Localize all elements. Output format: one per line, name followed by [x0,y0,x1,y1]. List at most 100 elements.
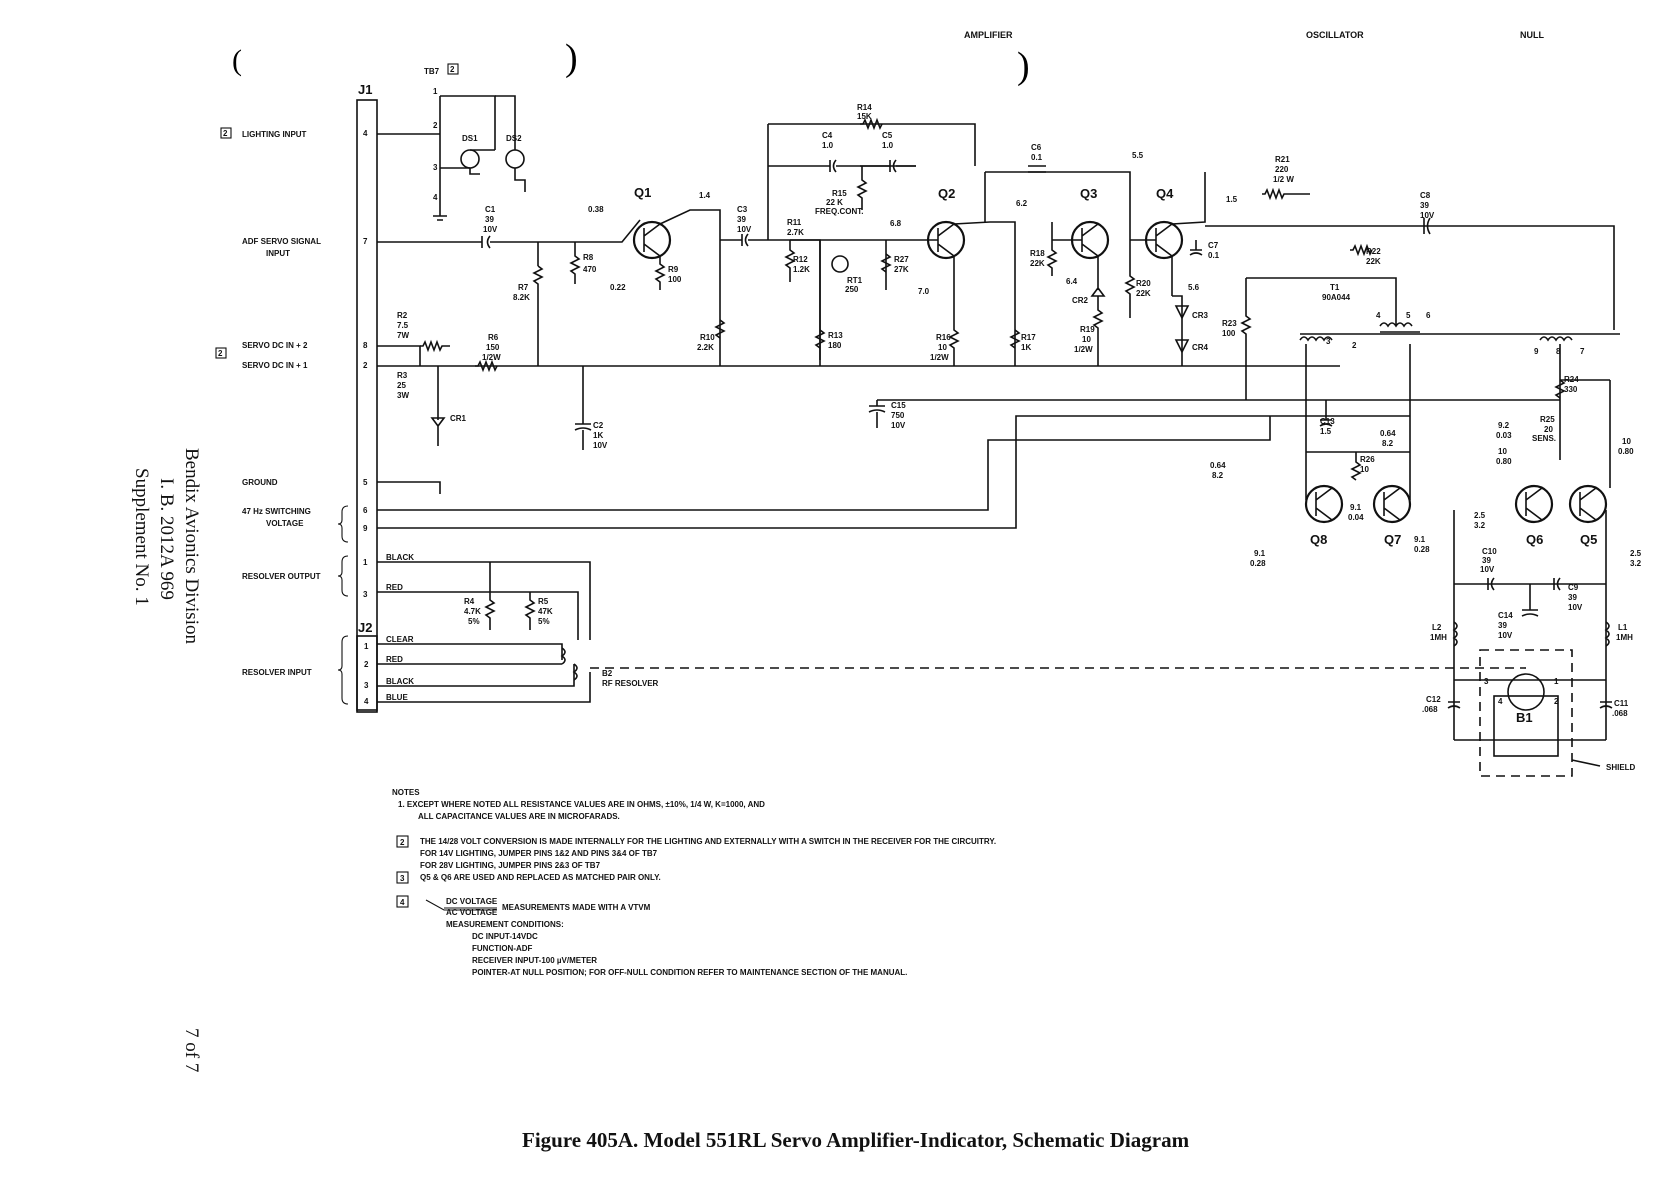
r20-resistor [1124,232,1136,318]
brace [337,635,349,705]
c7-capacitor [1189,240,1203,256]
q2-base-network [784,239,887,360]
c7-value: 0.1 [1208,251,1220,260]
q1-transistor [632,220,672,260]
c7-label: C7 [1208,241,1219,250]
cr2-label: CR2 [1072,296,1089,305]
r26-value: 10 [1360,465,1369,474]
r15-function: FREQ.CONT. [815,207,863,216]
b1-pin-numbers: 1 2 3 4 [1484,677,1559,706]
tb7-pin: 4 [433,193,438,202]
c14-value: 39 [1498,621,1507,630]
q1-collector-wire [659,209,721,366]
c10-label: C10 [1482,547,1497,556]
lamp-wiring [469,95,526,192]
c4-value: 1.0 [822,141,834,150]
r2-power: 7W [397,331,409,340]
q6-label: Q6 [1526,532,1543,547]
ds1-lamp [460,149,480,169]
r9-resistor [654,256,666,290]
cr1-label: CR1 [450,414,467,423]
c14-capacitor [1521,584,1539,617]
note-tag-number: 2 [223,129,228,138]
q2-symbol [886,223,955,257]
brace [337,555,349,597]
r4-value: 4.7K [464,607,481,616]
note-4-function: FUNCTION-ADF [472,944,533,953]
c11-label: C11 [1614,699,1629,708]
r8-value: 470 [583,265,597,274]
r5-tolerance: 5% [538,617,550,626]
r20-value: 22K [1136,289,1151,298]
resolver-output-wiring [377,561,591,640]
q5-q6-frame [1559,344,1611,488]
meas-10a-ac: 0.80 [1496,457,1512,466]
t1-pin: 2 [1352,341,1357,350]
b1-label: B1 [1516,710,1533,725]
note-tag-number: 2 [218,349,223,358]
c3-value: 39 [737,215,746,224]
r6-value: 150 [486,343,500,352]
meas-91c-ac: 0.28 [1414,545,1430,554]
meas-92-ac: 0.03 [1496,431,1512,440]
wire-red-2: RED [386,655,403,664]
header-amplifier: AMPLIFIER [964,30,1013,40]
label-ground: GROUND [242,478,278,487]
c1-label: C1 [485,205,496,214]
t1-windings [1299,322,1620,342]
r10-value: 2.2K [697,343,714,352]
q6-transistor [1514,484,1554,524]
r25-function: SENS. [1532,434,1556,443]
c8-voltage: 10V [1420,211,1435,220]
ground-wire [377,481,441,494]
note-4-pointer: POINTER-AT NULL POSITION; FOR OFF-NULL C… [472,968,907,977]
r3-power: 3W [397,391,409,400]
j2-pins: 1 2 3 4 [364,642,369,706]
r22-label: R22 [1366,247,1381,256]
meas-q3-e: 6.4 [1066,277,1078,286]
note-4-vtvm: MEASUREMENTS MADE WITH A VTVM [502,903,651,912]
meas-q1-in: 0.38 [588,205,604,214]
c1-voltage: 10V [483,225,498,234]
l2-label: L2 [1432,623,1442,632]
notes-title: NOTES [392,788,420,797]
ds1-label: DS1 [462,134,478,143]
cr3-cr4-diodes [1174,305,1190,354]
r24-label: R24 [1564,375,1579,384]
meas-10b-ac: 0.80 [1618,447,1634,456]
q4-label: Q4 [1156,186,1174,201]
side-page-block: 7 of 7 [181,1028,202,1072]
side-title-block: Bendix Avionics Division I. B. 2012A 969… [131,448,202,644]
t1-pin: 6 [1426,311,1431,320]
r13-resistor [814,329,826,349]
note-tag-number: 2 [450,65,455,74]
c15-label: C15 [891,401,906,410]
t1-pin-numbers: 4 5 6 3 2 9 8 7 [1326,311,1585,356]
r16-label: R16 [936,333,951,342]
c2-value: 1K [593,431,603,440]
c6-value: 0.1 [1031,153,1043,162]
b2-windings [560,647,578,681]
r18-value: 22K [1030,259,1045,268]
j1-pin: 7 [363,237,368,246]
r24-value: 330 [1564,385,1578,394]
r20-label: R20 [1136,279,1151,288]
meas-25b: 2.5 [1630,549,1642,558]
r11-label: R11 [787,218,802,227]
c4-label: C4 [822,131,833,140]
ds2-label: DS2 [506,134,522,143]
meas-91a: 9.1 [1350,503,1362,512]
b1-pin: 4 [1498,697,1503,706]
note-4-dc-input: DC INPUT-14VDC [472,932,538,941]
c11-value: .068 [1612,709,1628,718]
meas-91c: 9.1 [1414,535,1426,544]
r12-value: 1.2K [793,265,810,274]
note-tag-box [215,347,227,359]
j1-pin: 5 [363,478,368,487]
c8-value: 39 [1420,201,1429,210]
tb7-pin: 2 [433,121,438,130]
wire-blue: BLUE [386,693,408,702]
c6-label: C6 [1031,143,1042,152]
r15-label: R15 [832,189,847,198]
q3-symbol [1052,223,1099,257]
